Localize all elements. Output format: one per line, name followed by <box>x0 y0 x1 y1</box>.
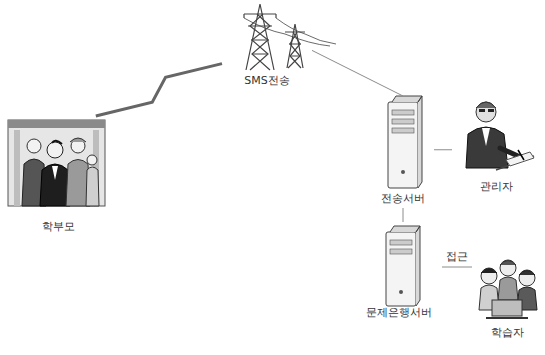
server-node: 문제은행서버 <box>356 222 442 322</box>
node-label: SMS전송 <box>244 75 289 88</box>
learners-node: 학습자 <box>472 252 542 342</box>
admin-node: 관리자 <box>452 92 540 196</box>
connector-line <box>434 149 452 150</box>
node-label: 전송서버 <box>381 193 425 206</box>
edge-label: 접근 <box>444 251 470 264</box>
server-node: 전송서버 <box>372 96 434 208</box>
administrator-picture <box>466 102 534 170</box>
power-tower <box>244 4 336 70</box>
parents-picture <box>8 120 105 206</box>
connector-line <box>403 208 404 222</box>
connector-line <box>442 267 472 268</box>
node-label: 학습자 <box>491 327 524 340</box>
learners-picture <box>479 260 537 318</box>
parents-node: 학부모 <box>4 116 112 236</box>
node-label: 학부모 <box>42 221 75 234</box>
tower-node: SMS전송 <box>222 2 312 90</box>
lightning-link <box>96 64 222 116</box>
node-label: 관리자 <box>480 181 513 194</box>
server-tower <box>386 226 420 306</box>
server-tower <box>388 96 422 188</box>
node-label: 문제은행서버 <box>366 307 432 320</box>
connector-line <box>312 50 403 96</box>
